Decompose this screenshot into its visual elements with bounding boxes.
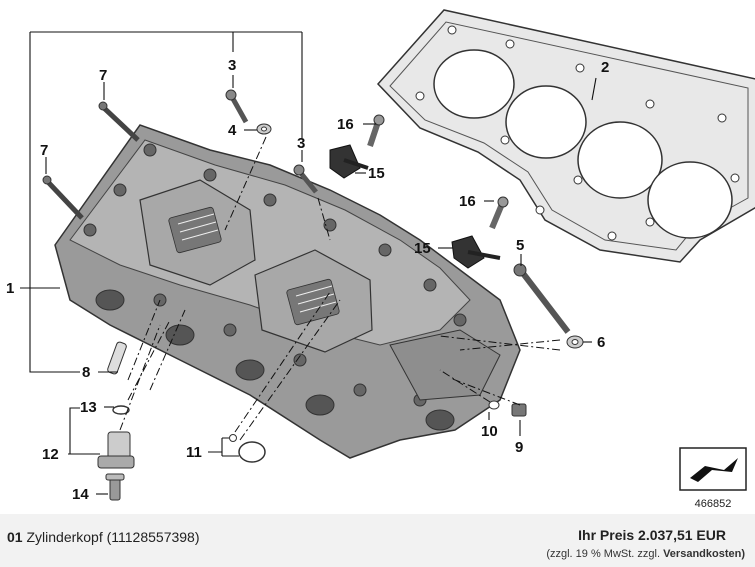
sensor-12 bbox=[97, 431, 135, 469]
callout-15-upper: 15 bbox=[368, 165, 385, 182]
shipping-cost-link[interactable]: Versandkosten) bbox=[663, 548, 745, 560]
callout-12: 12 bbox=[42, 446, 59, 463]
item-number: 01 bbox=[7, 529, 23, 545]
arrow-icon bbox=[690, 458, 738, 482]
ring-10 bbox=[488, 400, 500, 410]
price: Ihr Preis 2.037,51 EUR bbox=[578, 527, 726, 543]
price-footer: 01 Zylinderkopf (11128557398) Ihr Preis … bbox=[0, 514, 755, 567]
callout-16-upper: 16 bbox=[337, 116, 354, 133]
callout-7-upper: 7 bbox=[99, 67, 107, 84]
price-label: Ihr Preis bbox=[578, 527, 635, 543]
plug-9 bbox=[511, 403, 527, 417]
callout-7-lower: 7 bbox=[40, 142, 48, 159]
callout-6: 6 bbox=[597, 334, 605, 351]
callout-8: 8 bbox=[82, 364, 90, 381]
sensor-15-lower bbox=[451, 235, 501, 269]
head-gasket bbox=[376, 9, 755, 263]
callout-labels: 1 2 3 3 4 5 6 7 7 8 9 10 11 12 13 14 15 … bbox=[6, 57, 609, 503]
callout-15-lower: 15 bbox=[414, 240, 431, 257]
bolt-5 bbox=[513, 263, 571, 334]
callout-16-lower: 16 bbox=[459, 193, 476, 210]
callout-3-upper: 3 bbox=[228, 57, 236, 74]
part-name: Zylinderkopf (11128557398) bbox=[26, 529, 200, 545]
screw-3 bbox=[225, 89, 249, 124]
screw-3-lower bbox=[293, 164, 318, 194]
part-description: 01 Zylinderkopf (11128557398) bbox=[7, 529, 200, 545]
callout-5: 5 bbox=[516, 237, 524, 254]
callout-13: 13 bbox=[80, 399, 97, 416]
tax-note: (zzgl. 19 % MwSt. zzgl. Versandkosten) bbox=[546, 548, 745, 560]
callout-10: 10 bbox=[481, 423, 498, 440]
callout-11: 11 bbox=[186, 444, 202, 461]
cylinder-head bbox=[54, 124, 521, 459]
leader-lines bbox=[20, 31, 597, 495]
o-ring-11 bbox=[229, 434, 266, 463]
washer-6 bbox=[566, 335, 584, 349]
callout-4: 4 bbox=[228, 122, 237, 139]
pin-8 bbox=[107, 341, 127, 375]
bolt-7-lower bbox=[42, 175, 84, 220]
ring-13 bbox=[112, 405, 130, 415]
callout-1: 1 bbox=[6, 280, 14, 297]
bolt-7-upper bbox=[98, 101, 140, 142]
screw-16-upper bbox=[367, 114, 385, 147]
callout-9: 9 bbox=[515, 439, 523, 456]
sensor-15-upper bbox=[329, 144, 369, 179]
callout-14: 14 bbox=[72, 486, 89, 503]
image-number: 466852 bbox=[695, 498, 732, 510]
callout-2: 2 bbox=[601, 59, 609, 76]
reference-box: 466852 bbox=[679, 447, 747, 510]
screw-16-lower bbox=[489, 196, 509, 230]
price-value: 2.037,51 EUR bbox=[638, 527, 726, 543]
screw-14 bbox=[105, 473, 125, 501]
callout-3-lower: 3 bbox=[297, 135, 305, 152]
washer-4 bbox=[256, 123, 272, 135]
parts-diagram: 1 2 3 3 4 5 6 7 7 8 9 10 11 12 13 14 15 … bbox=[6, 9, 755, 510]
tax-text: (zzgl. 19 % MwSt. zzgl. bbox=[546, 548, 661, 560]
